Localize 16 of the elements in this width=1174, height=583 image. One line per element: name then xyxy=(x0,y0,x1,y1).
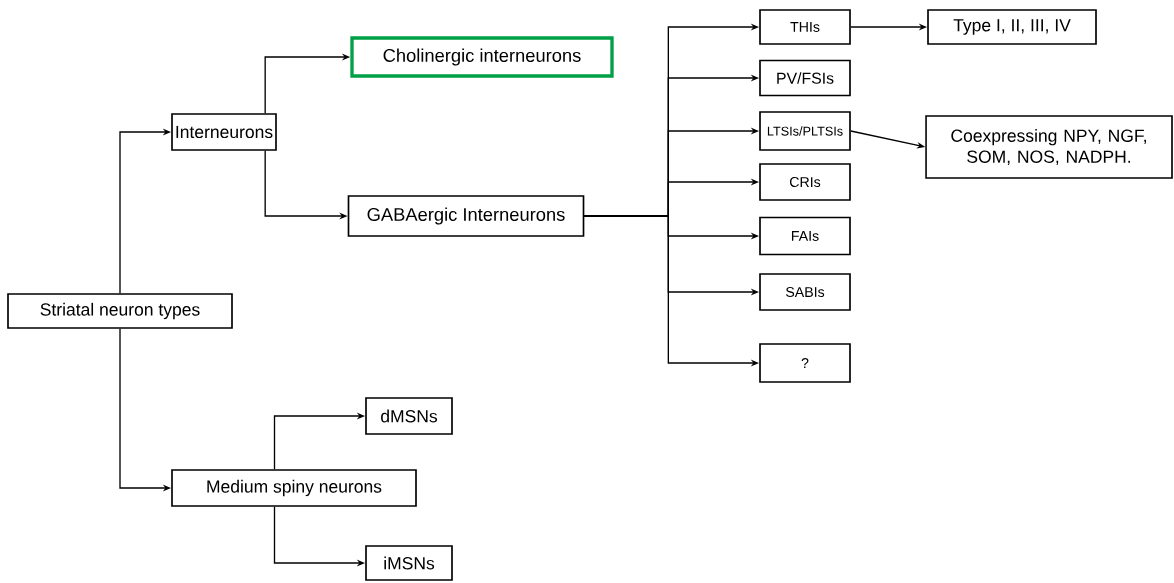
neuron-type-box: CRIs xyxy=(759,163,851,201)
neuron-type-box: Coexpressing NPY, NGF, SOM, NOS, NADPH. xyxy=(925,115,1173,179)
neuron-type-box: Striatal neuron types xyxy=(7,293,233,329)
neuron-type-box: dMSNs xyxy=(365,397,453,435)
neuron-type-box: Interneurons xyxy=(171,113,277,151)
neuron-type-box: SABIs xyxy=(759,273,851,311)
neuron-type-box: Type I, II, III, IV xyxy=(927,9,1097,45)
neuron-type-box: FAIs xyxy=(759,216,851,256)
neuron-type-box: LTSIs/PLTSIs xyxy=(759,111,851,151)
neuron-type-box: iMSNs xyxy=(365,545,453,581)
neuron-type-box: ? xyxy=(759,343,851,383)
neuron-type-box: THIs xyxy=(759,9,851,45)
neuron-type-box: PV/FSIs xyxy=(759,59,851,97)
neuron-type-box: Medium spiny neurons xyxy=(171,469,417,507)
neuron-type-box: Cholinergic interneurons xyxy=(350,36,614,78)
neuron-type-box: GABAergic Interneurons xyxy=(347,195,585,237)
